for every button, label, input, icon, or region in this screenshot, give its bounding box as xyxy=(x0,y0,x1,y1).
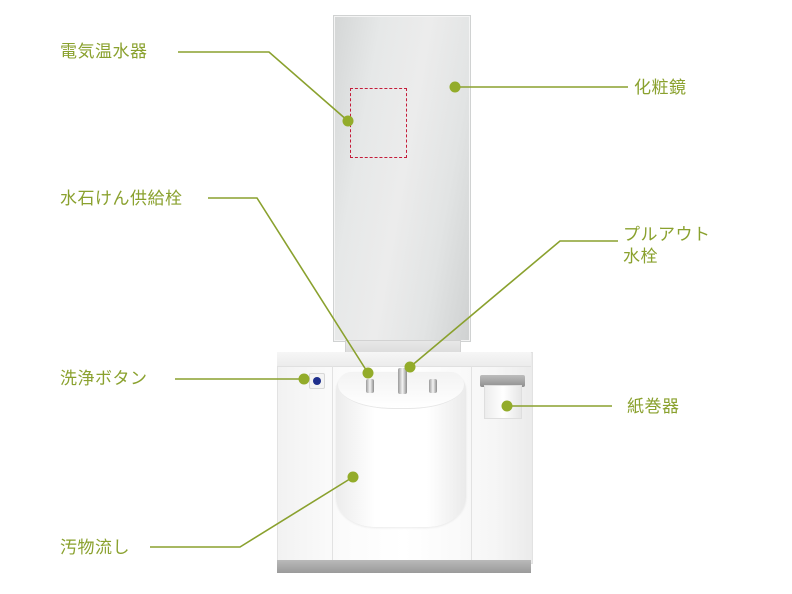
flush-button xyxy=(309,373,325,389)
cabinet-countertop xyxy=(277,352,531,367)
soap-dispenser-tap xyxy=(366,379,374,393)
label-pullout-faucet: プルアウト 水栓 xyxy=(623,225,711,267)
paper-holder xyxy=(480,375,525,419)
label-vanity-mirror: 化粧鏡 xyxy=(634,78,687,98)
paper-holder-lid xyxy=(480,375,525,387)
label-soap-dispenser: 水石けん供給栓 xyxy=(60,189,183,209)
label-paper-holder: 紙巻器 xyxy=(627,397,680,417)
label-slop-sink: 汚物流し xyxy=(60,538,130,558)
cabinet-plinth xyxy=(277,560,531,573)
label-flush-button: 洗浄ボタン xyxy=(60,369,148,389)
flush-icon xyxy=(313,377,321,385)
leader-line-water-heater xyxy=(178,51,349,122)
vanity-mirror xyxy=(333,15,471,342)
water-heater-outline xyxy=(350,88,407,158)
pullout-faucet-tap xyxy=(398,368,407,394)
panel-divider xyxy=(471,366,472,560)
label-water-heater: 電気温水器 xyxy=(60,42,148,62)
paper-roll xyxy=(484,385,522,419)
panel-divider xyxy=(332,366,333,560)
faucet-handle xyxy=(429,379,437,393)
